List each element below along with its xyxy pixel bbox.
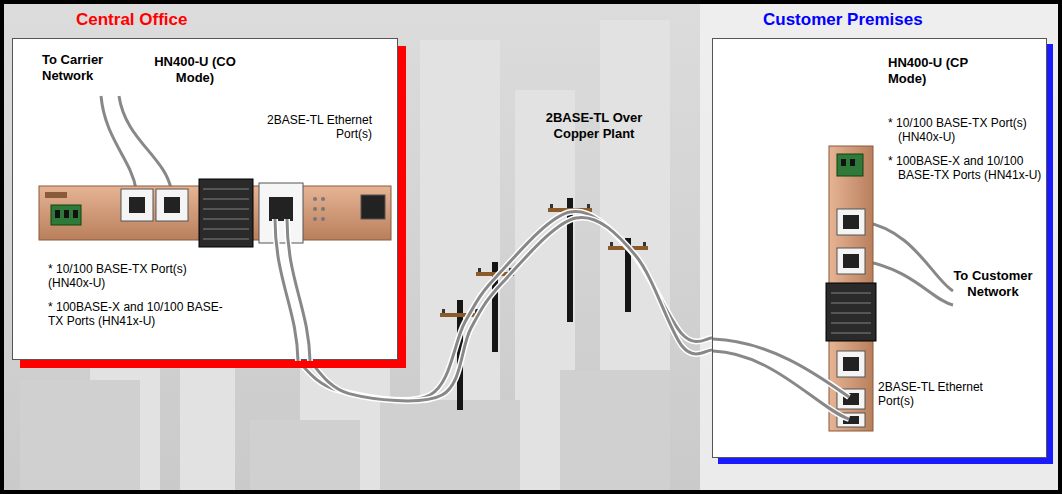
- annotation-label: * 10/100 BASE-TX Port(s) (HN40x-U): [48, 262, 228, 291]
- annotation-label: To Carrier Network: [42, 52, 128, 83]
- annotation-label: * 100BASE-X and 10/100 BASE-TX Ports (HN…: [888, 154, 1053, 183]
- annotation-label: HN400-U (CO Mode): [150, 54, 240, 85]
- annotation-label: HN400-U (CP Mode): [888, 55, 998, 86]
- annotation-label: 2BASE-TL Ethernet Port(s): [878, 380, 1002, 409]
- annotation-label: * 10/100 BASE-TX Port(s) (HN40x-U): [888, 116, 1053, 145]
- annotation-label: * 100BASE-X and 10/100 BASE-TX Ports (HN…: [48, 300, 228, 329]
- site-title: Customer Premises: [763, 10, 923, 30]
- annotation-label: To Customer Network: [952, 268, 1034, 299]
- annotation-label: 2BASE-TL Over Copper Plant: [532, 110, 656, 141]
- annotation-label: 2BASE-TL Ethernet Port(s): [250, 113, 372, 142]
- site-title: Central Office: [76, 10, 187, 30]
